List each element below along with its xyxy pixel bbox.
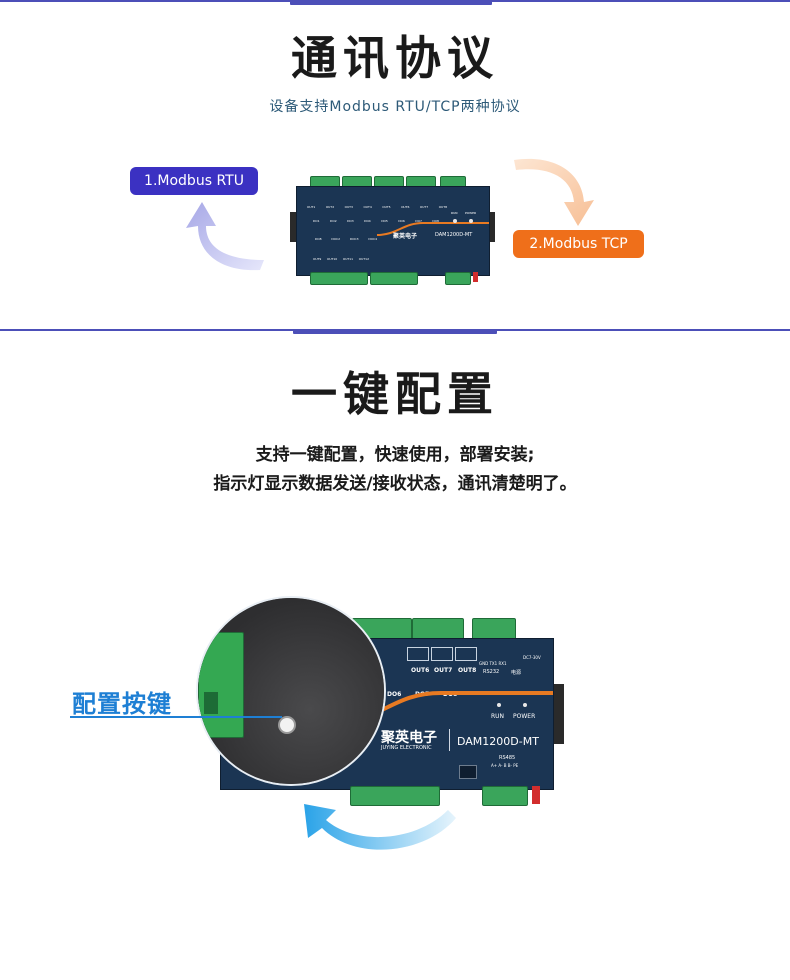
do-label: DO1 xyxy=(313,219,320,223)
out-label-row: OUT1 OUT2 OUT3 OUT4 OUT5 OUT6 OUT7 OUT8 xyxy=(307,205,447,209)
brand-name-en: JUYING ELECTRONIC xyxy=(381,745,432,751)
terminal-block xyxy=(310,272,368,285)
do-label: DO6 xyxy=(387,691,402,698)
do-label: DO5 xyxy=(381,219,388,223)
do-label: DO3 xyxy=(347,219,354,223)
out-label: OUT12 xyxy=(358,257,369,261)
terminal-slot xyxy=(204,692,218,714)
power-label: POWER xyxy=(465,211,477,215)
out-label: OUT3 xyxy=(344,205,353,209)
middle-divider-accent xyxy=(293,329,497,334)
terminal-block xyxy=(482,786,528,806)
rs232-label: RS232 xyxy=(483,669,500,675)
out-label: OUT6 xyxy=(401,205,410,209)
leader-line xyxy=(70,716,282,718)
mount-rail-right xyxy=(552,684,564,744)
brand-name: 聚英电子 xyxy=(381,730,437,746)
terminal-block xyxy=(350,786,440,806)
relay-icon xyxy=(407,647,429,661)
rtu-curved-arrow-icon xyxy=(186,202,264,271)
doc-label: DOC2 xyxy=(331,237,341,241)
tcp-curved-arrow-icon xyxy=(514,158,594,226)
out-label: OUT11 xyxy=(342,257,354,261)
port-header: GND TX1 RX1 xyxy=(479,661,507,666)
antenna-connector xyxy=(532,786,540,804)
power-cn-label: 电源 xyxy=(511,670,522,676)
brand-name: 聚英电子 xyxy=(393,233,418,240)
do-label: DO7 xyxy=(415,219,422,223)
device-image-small: OUT1 OUT2 OUT3 OUT4 OUT5 OUT6 OUT7 OUT8 … xyxy=(290,172,495,287)
rs485-label: RS485 xyxy=(499,755,516,761)
terminal-block-zoomed xyxy=(198,632,244,738)
run-label: RUN xyxy=(451,211,458,215)
run-led xyxy=(497,703,501,707)
out-label: OUT5 xyxy=(382,205,391,209)
orange-stripe xyxy=(377,222,489,236)
bottom-out-label-row: OUT9 OUT10 OUT11 OUT12 xyxy=(313,257,369,261)
doc-label-row: DO8 DOC2 DOC3 DOC4 xyxy=(315,237,377,241)
out-label: OUT9 xyxy=(313,257,322,261)
out-label: OUT7 xyxy=(434,667,453,674)
section2-title: 一键配置 xyxy=(291,367,499,421)
relay-icon xyxy=(455,647,477,661)
top-divider-accent xyxy=(290,0,492,5)
do-label: DO8 xyxy=(432,219,439,223)
magnifier-zoom xyxy=(196,596,386,786)
terminal-block xyxy=(370,272,418,285)
out-label: OUT10 xyxy=(326,257,338,261)
model-name: DAM1200D-MT xyxy=(435,232,473,238)
out-label: OUT8 xyxy=(458,667,477,674)
ethernet-port xyxy=(459,765,477,779)
section2-desc-line1: 支持一键配置，快速使用，部署安装; xyxy=(255,445,535,465)
modbus-tcp-label: 2.Modbus TCP xyxy=(513,230,644,258)
antenna-connector xyxy=(473,272,478,282)
out-label: OUT2 xyxy=(325,205,335,209)
out-label: OUT1 xyxy=(307,205,316,209)
power-label: POWER xyxy=(513,713,536,720)
doc-label: DOC3 xyxy=(349,237,359,241)
modbus-rtu-label: 1.Modbus RTU xyxy=(130,167,258,195)
rs485-pins-label: A+ A- B B- PE xyxy=(491,763,519,768)
device-body: OUT1 OUT2 OUT3 OUT4 OUT5 OUT6 OUT7 OUT8 … xyxy=(296,186,490,276)
out-label: OUT8 xyxy=(438,205,447,209)
section1-subtitle: 设备支持Modbus RTU/TCP两种协议 xyxy=(269,99,521,115)
run-label: RUN xyxy=(491,713,505,720)
section1-title: 通讯协议 xyxy=(291,31,499,85)
indicator-led xyxy=(469,219,473,223)
mount-rail-left xyxy=(290,212,298,242)
model-name: DAM1200D-MT xyxy=(457,735,539,748)
out-label: OUT6 xyxy=(411,667,430,674)
out-label: OUT4 xyxy=(363,205,372,209)
do-label-row: DO1 DO2 DO3 DO4 DO5 DO6 DO7 DO8 xyxy=(313,219,439,223)
doc-label: DOC4 xyxy=(368,237,377,241)
out-label: OUT7 xyxy=(419,205,429,209)
power-led xyxy=(523,703,527,707)
config-button-label: 配置按键 xyxy=(72,690,172,718)
mount-rail-right xyxy=(487,212,495,242)
do-label: DO4 xyxy=(364,219,371,223)
section2-desc-line2: 指示灯显示数据发送/接收状态，通讯清楚明了。 xyxy=(213,474,577,494)
indicator-led xyxy=(453,219,457,223)
brand-divider xyxy=(449,729,450,751)
dc-voltage-label: DC7-30V xyxy=(523,655,541,660)
do-label: DO2 xyxy=(330,219,337,223)
config-button[interactable] xyxy=(278,716,296,734)
terminal-block xyxy=(445,272,471,285)
do-label: DO6 xyxy=(398,219,405,223)
relay-icon xyxy=(431,647,453,661)
doc-label: DO8 xyxy=(315,237,322,241)
blue-curved-arrow-icon xyxy=(304,804,456,850)
